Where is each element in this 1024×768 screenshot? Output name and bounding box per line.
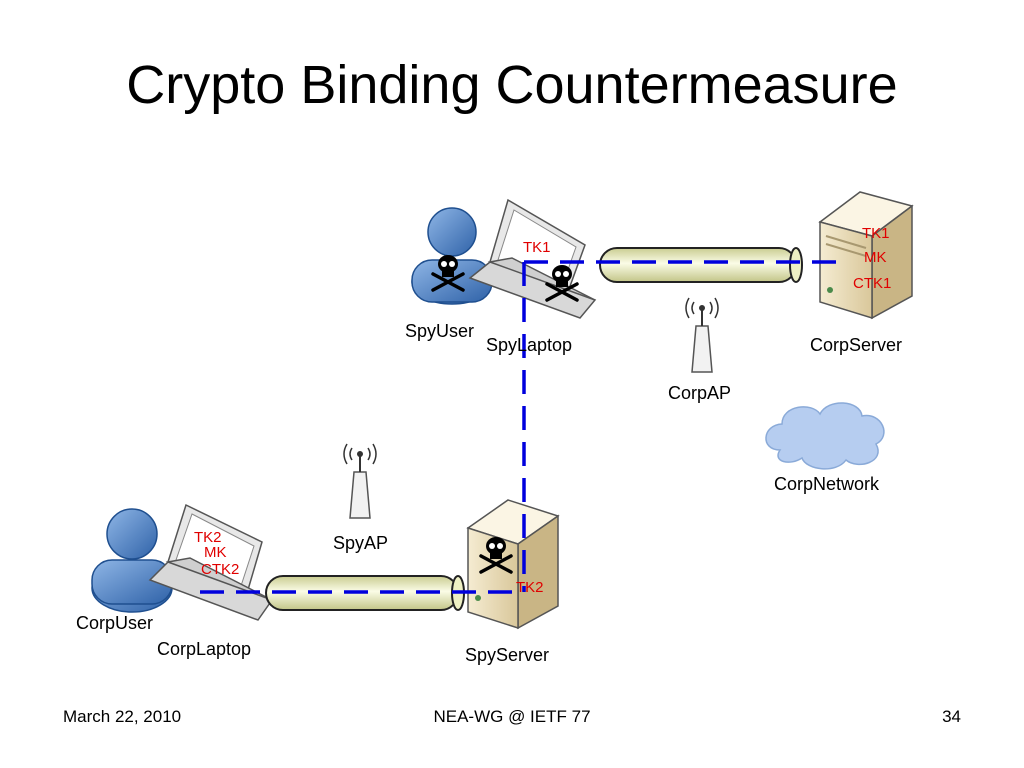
spy-laptop-label: SpyLaptop (486, 335, 573, 355)
corp-network-label: CorpNetwork (774, 474, 880, 494)
key-label: MK (204, 544, 227, 561)
corp-ap-label: CorpAP (668, 383, 732, 403)
cloud-icon (765, 402, 885, 470)
footer-center: NEA-WG @ IETF 77 (433, 707, 591, 726)
spy-server-icon (466, 499, 560, 630)
key-label: TK1 (862, 225, 890, 242)
crypto-binding-links (200, 260, 848, 594)
spy-user-label: SpyUser (405, 321, 475, 341)
spy-ap-label: SpyAP (333, 533, 389, 553)
corp-user-label: CorpUser (76, 613, 154, 633)
corp-server-icon (818, 191, 914, 320)
slide-title: Crypto Binding Countermeasure (126, 55, 898, 115)
tunnel-icon (599, 247, 803, 283)
key-label: TK2 (516, 579, 544, 596)
corp-server-label: CorpServer (810, 335, 903, 355)
spy-ap-icon (343, 443, 377, 519)
corp-user-icon (91, 508, 173, 613)
spy-laptop-icon (468, 198, 597, 319)
key-label: TK1 (523, 239, 551, 256)
spy-user-icon (411, 207, 493, 305)
key-label: MK (864, 249, 887, 266)
key-label: TK2 (194, 529, 222, 546)
key-label: CTK1 (853, 275, 892, 292)
footer-date: March 22, 2010 (63, 707, 182, 726)
corp-laptop-label: CorpLaptop (157, 639, 252, 659)
key-label: CTK2 (201, 561, 240, 578)
spy-server-label: SpyServer (465, 645, 550, 665)
corp-ap-icon (685, 297, 719, 373)
page-number: 34 (942, 707, 961, 726)
